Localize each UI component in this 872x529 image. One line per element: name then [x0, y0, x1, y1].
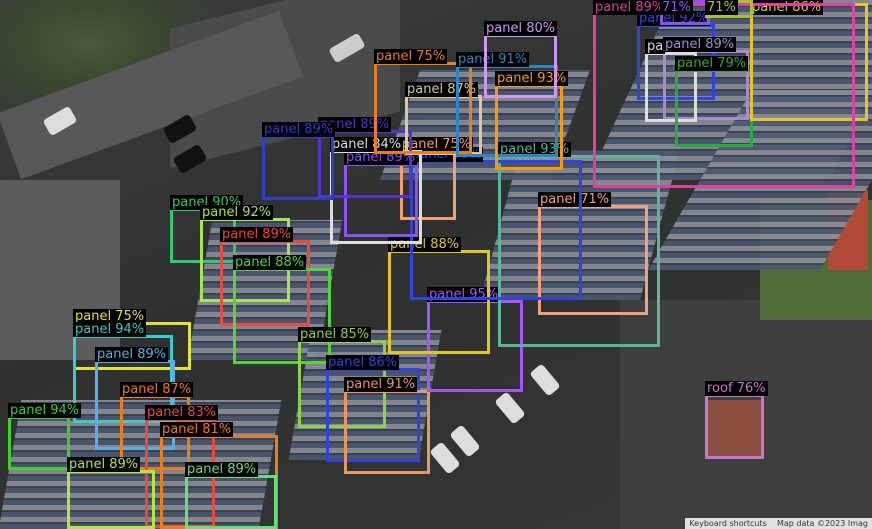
car	[429, 441, 461, 475]
detection-label: panel 83%	[145, 405, 219, 420]
detection-label: roof 76%	[705, 381, 768, 396]
detection-label: panel 75%	[73, 309, 147, 324]
detection-label: 71%	[660, 0, 693, 15]
detection-box	[262, 135, 334, 200]
detection-label: panel 84%	[330, 137, 404, 152]
detection-box	[8, 416, 70, 470]
car	[529, 363, 561, 397]
detection-box	[185, 475, 277, 529]
detection-label: panel 88%	[388, 237, 462, 252]
detection-label: panel 89%	[220, 227, 294, 242]
detection-label: panel 75%	[374, 49, 448, 64]
detection-label: 71%	[705, 0, 738, 15]
detection-label: panel 89%	[185, 462, 259, 477]
detection-label: panel 89%	[663, 37, 737, 52]
detection-label: panel 88%	[233, 255, 307, 270]
detection-box	[593, 3, 855, 188]
detection-box	[645, 52, 697, 122]
detection-label: panel 89%	[67, 457, 141, 472]
detection-label: panel 93%	[498, 142, 572, 157]
map-data-credit: Map data ©2023 Imag	[776, 519, 868, 528]
detection-label: panel 85%	[298, 327, 372, 342]
detection-box	[498, 155, 660, 347]
detection-label: panel 94%	[73, 322, 147, 337]
detection-label: panel 89%	[262, 122, 336, 137]
detection-label: panel 87%	[120, 382, 194, 397]
detection-label: panel 91%	[344, 377, 418, 392]
red-roof	[708, 400, 764, 458]
detection-label: panel 91%	[456, 52, 530, 67]
detection-label: panel 89%	[593, 0, 667, 15]
detection-label: panel 92%	[200, 205, 274, 220]
detection-label: panel 80%	[484, 21, 558, 36]
detection-label: panel 79%	[675, 56, 749, 71]
detection-label: panel 75%	[400, 137, 474, 152]
detection-box	[67, 470, 155, 529]
detection-label: panel 81%	[160, 422, 234, 437]
detection-label: pa	[645, 39, 666, 54]
detection-box	[484, 34, 557, 98]
detection-label: panel 71%	[538, 192, 612, 207]
detection-label: panel 89%	[318, 117, 392, 132]
detection-box	[705, 394, 764, 459]
car	[494, 391, 526, 425]
keyboard-shortcuts-link[interactable]: Keyboard shortcuts	[689, 519, 767, 528]
detection-label: panel 89%	[95, 347, 169, 362]
map-attribution: Keyboard shortcuts Map data ©2023 Imag	[685, 518, 872, 529]
detection-label: panel 93%	[495, 71, 569, 86]
car	[449, 424, 481, 458]
detection-label: panel 86%	[326, 355, 400, 370]
detection-label: panel 94%	[8, 403, 82, 418]
detection-box	[344, 390, 430, 474]
